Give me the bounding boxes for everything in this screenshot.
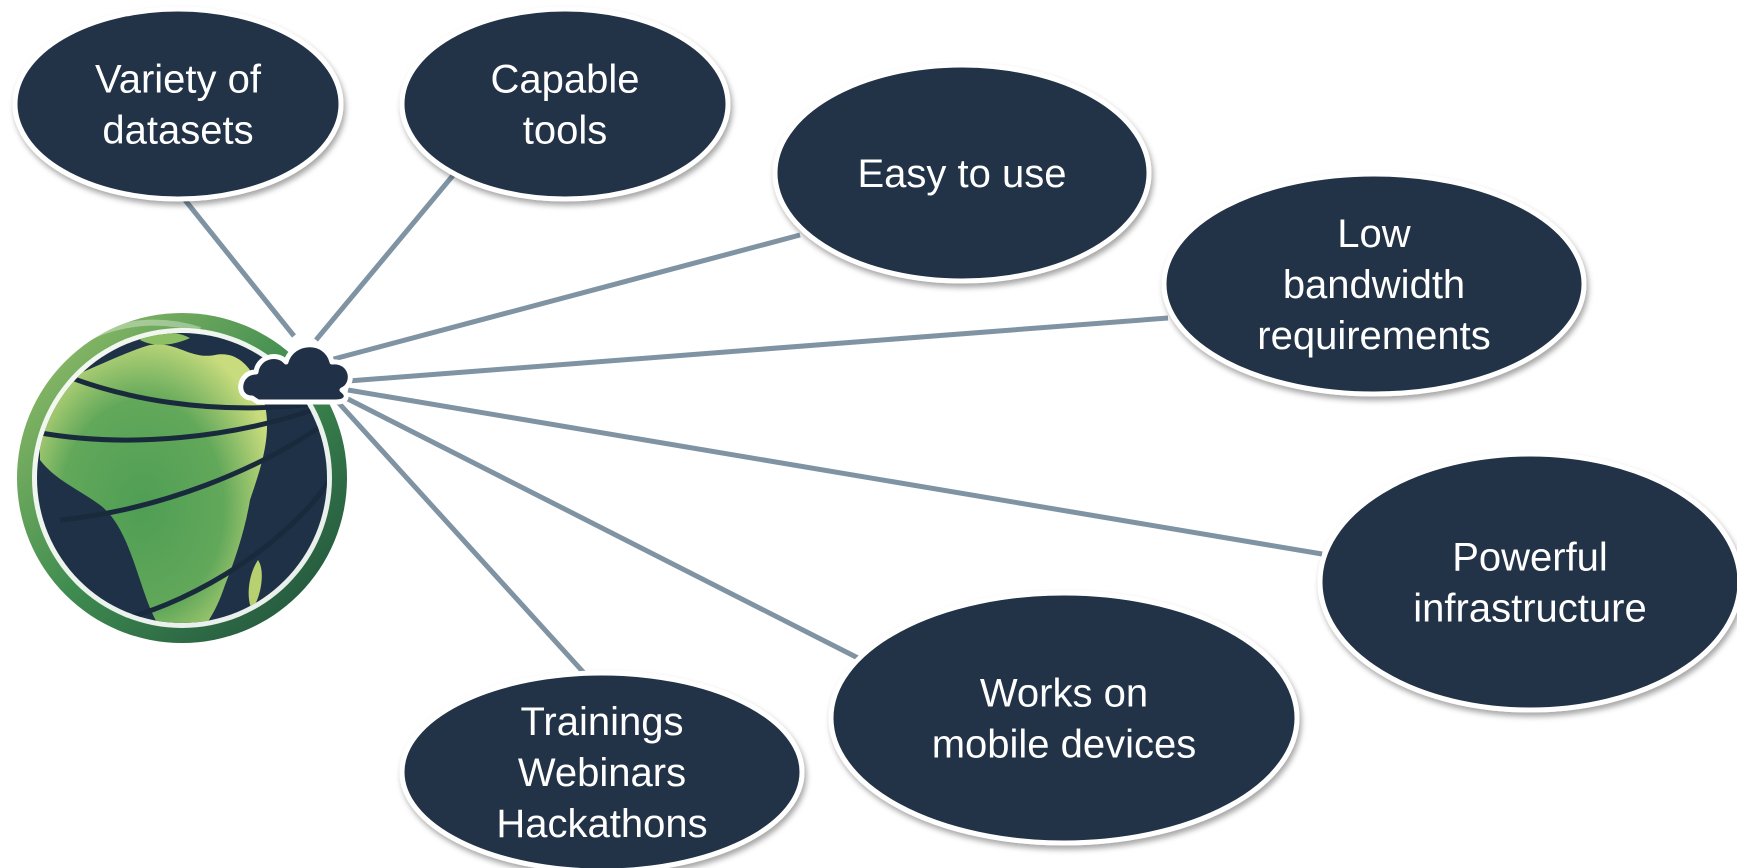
- connector-works-on-mobile-devices: [340, 393, 860, 661]
- node-label-line: Hackathons: [496, 802, 707, 846]
- connector-easy-to-use: [329, 232, 801, 363]
- node-label-line: Easy to use: [857, 152, 1066, 196]
- node-label-line: infrastructure: [1413, 587, 1646, 631]
- connector-variety-of-datasets: [183, 198, 296, 338]
- node-label-line: mobile devices: [932, 723, 1197, 767]
- node-variety-of-datasets: Variety of datasets: [12, 6, 344, 202]
- node-label-line: Powerful: [1452, 536, 1608, 580]
- connector-lines: [183, 171, 1323, 676]
- connector-trainings-webinars-hackathons: [334, 398, 587, 676]
- node-label-line: tools: [523, 109, 608, 153]
- ellipse-easy-to-use: [772, 62, 1152, 284]
- ellipse-trainings-webinars-hackathons: [399, 670, 805, 868]
- ellipse-variety-of-datasets: [12, 6, 344, 202]
- node-label-line: datasets: [102, 109, 253, 153]
- ellipse-capable-tools: [399, 6, 731, 202]
- node-label-line: Works on: [980, 672, 1148, 716]
- ellipse-works-on-mobile-devices: [828, 590, 1300, 846]
- cloud-icon: [238, 342, 353, 405]
- connector-capable-tools: [314, 171, 457, 342]
- node-low-bandwidth-requirements: Low bandwidth requirements: [1161, 171, 1587, 397]
- connector-powerful-infrastructure: [347, 387, 1323, 557]
- node-label-line: Variety of: [95, 58, 262, 102]
- node-label-line: requirements: [1257, 314, 1490, 358]
- node-capable-tools: Capable tools: [399, 6, 731, 202]
- ellipse-powerful-infrastructure: [1317, 451, 1737, 713]
- node-powerful-infrastructure: Powerful infrastructure: [1317, 451, 1737, 713]
- node-label-line: Trainings: [520, 700, 683, 744]
- node-label-line: bandwidth: [1283, 263, 1465, 307]
- node-easy-to-use: Easy to use: [772, 62, 1152, 284]
- node-label-line: Webinars: [518, 751, 686, 795]
- connector-low-bandwidth-requirements: [347, 315, 1169, 384]
- ellipse-low-bandwidth-requirements: [1161, 171, 1587, 397]
- node-works-on-mobile-devices: Works on mobile devices: [828, 590, 1300, 846]
- node-label-line: Capable: [490, 58, 639, 102]
- node-label-line: Low: [1337, 212, 1410, 256]
